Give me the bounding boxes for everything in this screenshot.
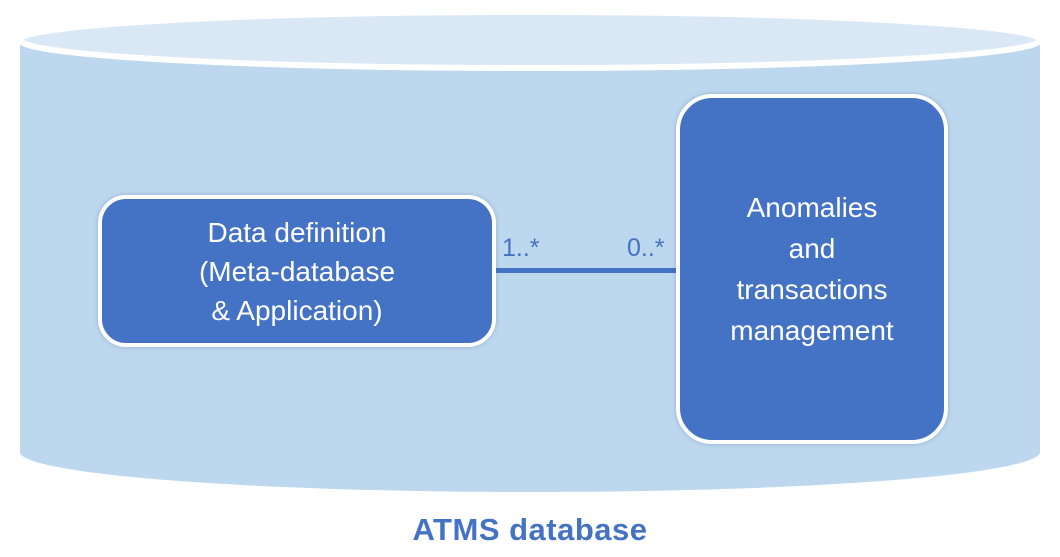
node-label-line: Data definition: [207, 216, 387, 248]
node-label-line: Anomalies: [746, 192, 878, 223]
node-label-line: transactions: [736, 274, 888, 305]
multiplicity-label-right: 0..*: [627, 234, 665, 262]
cylinder-top-face: [17, 9, 1043, 71]
node-anomalies-transactions-management[interactable]: Anomalies and transactions management: [676, 94, 948, 444]
node-label-line: and: [788, 233, 836, 264]
node-data-definition[interactable]: Data definition (Meta-database & Applica…: [98, 195, 496, 347]
association-connector[interactable]: [496, 268, 677, 273]
multiplicity-label-left: 1..*: [502, 234, 540, 262]
diagram-title: ATMS database: [412, 512, 648, 547]
node-label-line: & Application): [211, 294, 383, 326]
node-label-line: (Meta-database: [198, 255, 396, 287]
node-label-line: management: [730, 315, 894, 346]
